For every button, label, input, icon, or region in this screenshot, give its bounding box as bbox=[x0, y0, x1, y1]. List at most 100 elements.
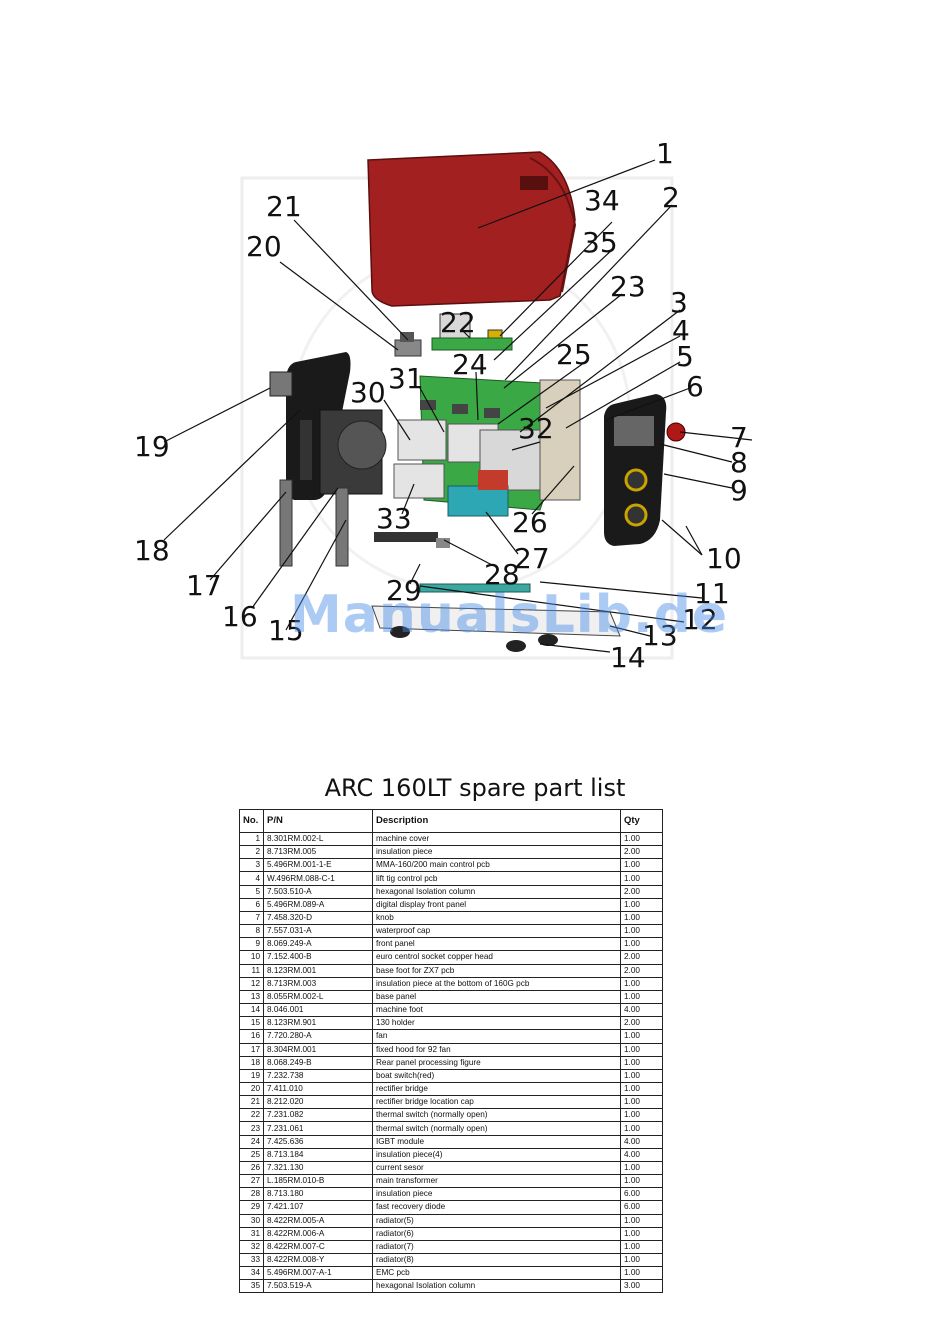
cell-description: boat switch(red) bbox=[372, 1068, 621, 1083]
cell-description: insulation piece bbox=[372, 845, 621, 860]
callout-8: 8 bbox=[730, 446, 748, 479]
cell-qty: 1.00 bbox=[620, 989, 663, 1005]
callout-4: 4 bbox=[672, 314, 690, 347]
cell-qty: 1.00 bbox=[620, 937, 663, 952]
cell-pn: 7.557.031-A bbox=[263, 924, 373, 939]
callout-25: 25 bbox=[556, 338, 592, 371]
cell-no: 29 bbox=[239, 1200, 264, 1215]
fan bbox=[319, 409, 387, 495]
cell-no: 2 bbox=[239, 845, 264, 860]
cell-no: 30 bbox=[239, 1213, 264, 1228]
cell-pn: 5.496RM.089-A bbox=[263, 897, 373, 912]
cell-pn: 7.152.400-B bbox=[263, 950, 373, 965]
cell-qty: 4.00 bbox=[620, 1134, 663, 1149]
cell-pn: 7.231.082 bbox=[263, 1108, 373, 1123]
cell-qty: 2.00 bbox=[620, 884, 663, 899]
cell-pn: W.496RM.088-C-1 bbox=[263, 871, 373, 886]
cell-no: 21 bbox=[239, 1095, 264, 1110]
callout-21: 21 bbox=[266, 190, 302, 223]
cell-no: 6 bbox=[239, 897, 264, 912]
cell-pn: 8.713RM.003 bbox=[263, 976, 373, 991]
rear-panel bbox=[286, 352, 351, 500]
cell-qty: 1.00 bbox=[620, 831, 663, 847]
header-pn: P/N bbox=[263, 809, 373, 833]
cell-pn: 8.422RM.006-A bbox=[263, 1226, 373, 1241]
cell-description: 130 holder bbox=[372, 1016, 621, 1031]
cell-pn: 7.321.130 bbox=[263, 1160, 373, 1176]
callout-24: 24 bbox=[452, 348, 488, 381]
cell-qty: 1.00 bbox=[620, 1121, 663, 1136]
cell-no: 26 bbox=[239, 1160, 264, 1176]
cell-description: base foot for ZX7 pcb bbox=[372, 963, 621, 978]
callout-15: 15 bbox=[268, 614, 304, 647]
cell-no: 10 bbox=[239, 950, 264, 965]
cell-qty: 1.00 bbox=[620, 1226, 663, 1241]
callout-1: 1 bbox=[656, 137, 674, 170]
cell-qty: 1.00 bbox=[620, 1095, 663, 1110]
cell-pn: 8.123RM.001 bbox=[263, 963, 373, 978]
cell-description: hexagonal Isolation column bbox=[372, 884, 621, 899]
cell-pn: 5.496RM.001-1-E bbox=[263, 858, 373, 873]
callout-6: 6 bbox=[686, 370, 704, 403]
cell-qty: 1.00 bbox=[620, 897, 663, 912]
table-header-row: No. P/N Description Qty bbox=[239, 809, 663, 833]
cell-qty: 6.00 bbox=[620, 1187, 663, 1202]
cell-no: 35 bbox=[239, 1279, 264, 1294]
cell-qty: 1.00 bbox=[620, 1055, 663, 1070]
cell-description: hexagonal Isolation column bbox=[372, 1279, 621, 1294]
cell-pn: 7.231.061 bbox=[263, 1121, 373, 1136]
cell-pn: 8.422RM.008-Y bbox=[263, 1252, 373, 1268]
callout-30: 30 bbox=[350, 376, 386, 409]
callout-18: 18 bbox=[134, 534, 170, 567]
callout-22: 22 bbox=[440, 306, 476, 339]
cell-description: Rear panel processing figure bbox=[372, 1055, 621, 1070]
cell-pn: 8.422RM.005-A bbox=[263, 1213, 373, 1228]
callout-27: 27 bbox=[514, 542, 550, 575]
cell-pn: 7.232.738 bbox=[263, 1068, 373, 1083]
cell-description: radiator(6) bbox=[372, 1226, 621, 1241]
cell-pn: 7.425.636 bbox=[263, 1134, 373, 1149]
cell-qty: 1.00 bbox=[620, 1068, 663, 1083]
cell-description: fan bbox=[372, 1029, 621, 1044]
cell-description: machine foot bbox=[372, 1003, 621, 1018]
cell-qty: 1.00 bbox=[620, 1266, 663, 1281]
cell-pn: 8.046.001 bbox=[263, 1003, 373, 1018]
callout-2: 2 bbox=[662, 181, 680, 214]
cell-no: 12 bbox=[239, 976, 264, 991]
rectifier-bridge bbox=[394, 332, 422, 357]
cell-description: waterproof cap bbox=[372, 924, 621, 939]
cell-description: knob bbox=[372, 910, 621, 926]
cell-qty: 1.00 bbox=[620, 910, 663, 926]
cell-pn: L.185RM.010-B bbox=[263, 1174, 373, 1189]
cell-description: MMA-160/200 main control pcb bbox=[372, 858, 621, 873]
cell-no: 11 bbox=[239, 963, 264, 978]
cell-pn: 7.503.510-A bbox=[263, 884, 373, 899]
cell-no: 7 bbox=[239, 910, 264, 926]
cell-description: IGBT module bbox=[372, 1134, 621, 1149]
callout-28: 28 bbox=[484, 558, 520, 591]
cell-no: 22 bbox=[239, 1108, 264, 1123]
callout-16: 16 bbox=[222, 600, 258, 633]
callout-11: 11 bbox=[694, 577, 730, 610]
front-panel bbox=[604, 394, 667, 546]
cell-no: 27 bbox=[239, 1174, 264, 1189]
cell-description: base panel bbox=[372, 989, 621, 1005]
cell-pn: 8.212.020 bbox=[263, 1095, 373, 1110]
cell-qty: 2.00 bbox=[620, 963, 663, 978]
